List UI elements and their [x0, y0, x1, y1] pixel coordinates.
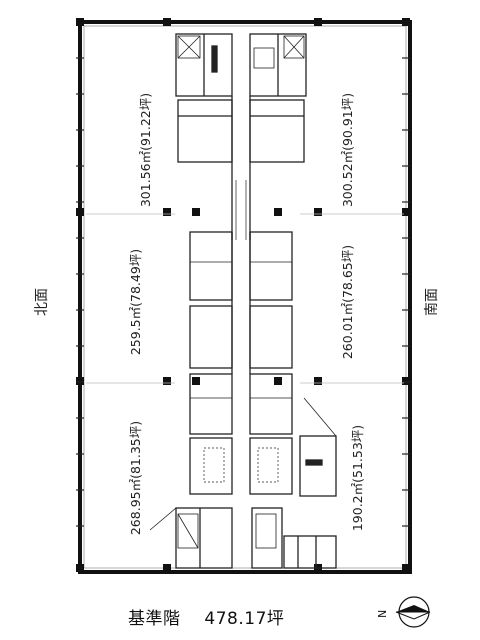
- column: [163, 564, 171, 572]
- stair-left-bottom: [175, 507, 233, 569]
- room-left-3: [189, 231, 233, 301]
- room-right-6: [249, 437, 293, 495]
- compass-north-label: N: [376, 610, 389, 618]
- column: [314, 18, 322, 26]
- area-label-ne: 268.95㎡(81.35坪): [128, 421, 143, 535]
- total-area: 478.17坪: [204, 609, 285, 629]
- column: [314, 208, 322, 216]
- column: [76, 564, 84, 572]
- column: [163, 377, 171, 385]
- core: [149, 33, 337, 569]
- utility-rooms: [283, 535, 337, 569]
- column: [192, 208, 200, 216]
- compass-icon: N: [376, 596, 431, 628]
- room-right-2: [249, 99, 305, 163]
- column: [402, 208, 410, 216]
- column: [402, 18, 410, 26]
- column: [76, 18, 84, 26]
- floor-plan: 301.56㎡(91.22坪) 300.52㎡(90.91坪) 259.5㎡(7…: [34, 18, 440, 574]
- column: [314, 377, 322, 385]
- outer-wall-inner-line: [83, 25, 407, 569]
- column: [402, 564, 410, 572]
- column: [274, 208, 282, 216]
- room-right-5: [249, 373, 293, 435]
- room-left-4: [189, 305, 233, 369]
- columns: [76, 18, 410, 572]
- column: [76, 208, 84, 216]
- room-left-5: [189, 373, 233, 435]
- room-left-2: [177, 99, 233, 163]
- elevator-hall: [299, 435, 337, 497]
- column: [274, 377, 282, 385]
- room-left-6: [189, 437, 233, 495]
- area-label-nm: 259.5㎡(78.49坪): [128, 249, 143, 355]
- area-label-nw: 301.56㎡(91.22坪): [138, 93, 153, 207]
- column: [402, 377, 410, 385]
- south-side-label: 南面: [424, 288, 440, 316]
- column: [163, 18, 171, 26]
- room-right-3: [249, 231, 293, 301]
- north-side-label: 北面: [34, 288, 50, 316]
- stair-right-bottom: [251, 507, 283, 569]
- column: [76, 377, 84, 385]
- column: [192, 377, 200, 385]
- area-label-se: 190.2㎡(51.53坪): [350, 425, 365, 531]
- plan-caption: 基準階 478.17坪: [128, 604, 284, 629]
- zone-lines: [86, 213, 404, 384]
- column: [163, 208, 171, 216]
- window-mullions: [76, 57, 410, 527]
- outer-wall: [78, 20, 412, 574]
- room-right-4: [249, 305, 293, 369]
- floor-label: 基準階: [128, 609, 181, 629]
- area-label-sm: 260.01㎡(78.65坪): [340, 245, 355, 359]
- area-label-sw: 300.52㎡(90.91坪): [340, 93, 355, 207]
